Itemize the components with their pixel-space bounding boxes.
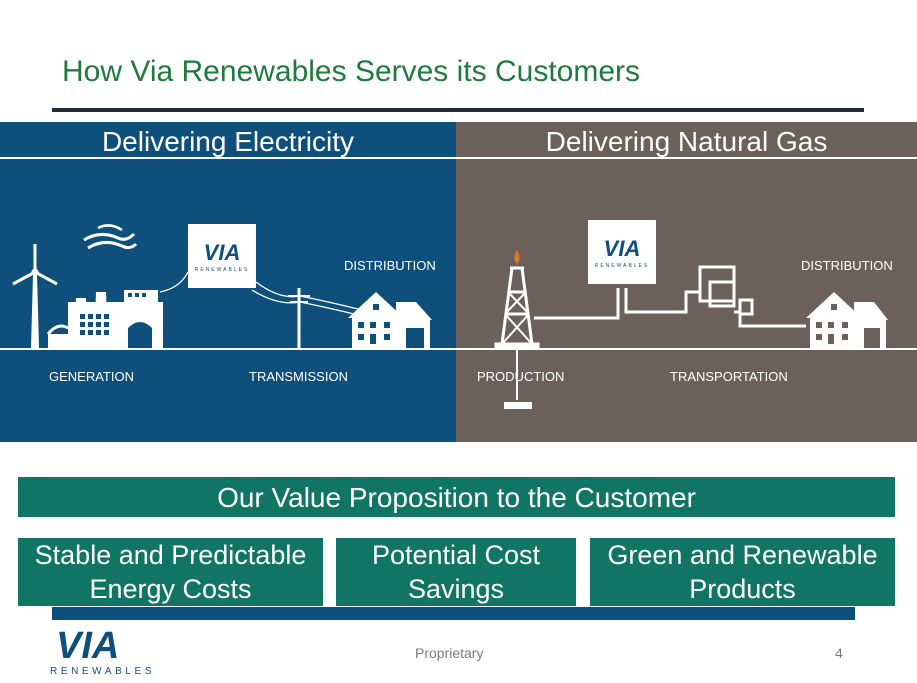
power-plant-icon (46, 224, 163, 348)
logo-wordmark: RENEWABLES (50, 666, 156, 677)
footer-bar (52, 607, 855, 620)
wind-turbine-icon (12, 244, 58, 348)
value-proposition-banner: Our Value Proposition to the Customer (18, 477, 895, 517)
pipeline-icon (534, 265, 806, 328)
heading-divider (456, 157, 917, 159)
value-box-green-products: Green and Renewable Products (590, 538, 895, 606)
title-divider (52, 108, 864, 112)
flame-icon (514, 250, 520, 264)
value-box-line: Savings (407, 574, 505, 604)
ground-line (456, 348, 917, 350)
value-box-line: Potential Cost (371, 540, 541, 570)
svg-text:RENEWABLES: RENEWABLES (595, 263, 650, 269)
distribution-label: DISTRIBUTION (344, 258, 436, 273)
drilling-rig-icon (494, 250, 540, 409)
power-line-icon (159, 271, 363, 348)
ground-line (0, 348, 456, 350)
electricity-illustration: VIA RENEWABLES (12, 224, 432, 348)
natural-gas-illustration: VIA RENEWABLES (494, 220, 888, 409)
value-box-line: Energy Costs (89, 574, 252, 604)
slide-title: How Via Renewables Serves its Customers (62, 55, 641, 88)
distribution-label: DISTRIBUTION (801, 258, 893, 273)
value-box-cost-savings: Potential Cost Savings (336, 538, 576, 606)
natural-gas-panel: Delivering Natural Gas (456, 122, 917, 442)
transportation-label: TRANSPORTATION (670, 369, 788, 384)
house-icon (348, 292, 432, 348)
electricity-panel: Delivering Electricity (0, 122, 456, 442)
footer-proprietary: Proprietary (415, 645, 484, 661)
page-number: 4 (835, 645, 843, 661)
heading-divider (0, 157, 456, 159)
value-box-line: Green and Renewable (607, 540, 878, 570)
production-label: PRODUCTION (477, 369, 565, 384)
generation-label: GENERATION (49, 369, 134, 384)
svg-text:RENEWABLES: RENEWABLES (195, 267, 250, 273)
logo-mark: VIA (56, 625, 119, 664)
transmission-label: TRANSMISSION (249, 369, 348, 384)
natural-gas-heading: Delivering Natural Gas (545, 126, 828, 157)
via-logo-icon: VIA RENEWABLES (588, 220, 656, 284)
value-box-stable-costs: Stable and Predictable Energy Costs (18, 538, 323, 606)
value-box-line: Stable and Predictable (34, 540, 307, 570)
electricity-heading: Delivering Electricity (101, 126, 355, 157)
svg-text:VIA: VIA (604, 236, 641, 261)
house-icon (806, 292, 888, 348)
value-box-line: Products (689, 574, 796, 604)
svg-text:VIA: VIA (204, 240, 241, 265)
company-logo-icon: VIA (56, 625, 119, 664)
via-logo-icon: VIA RENEWABLES (188, 224, 256, 288)
